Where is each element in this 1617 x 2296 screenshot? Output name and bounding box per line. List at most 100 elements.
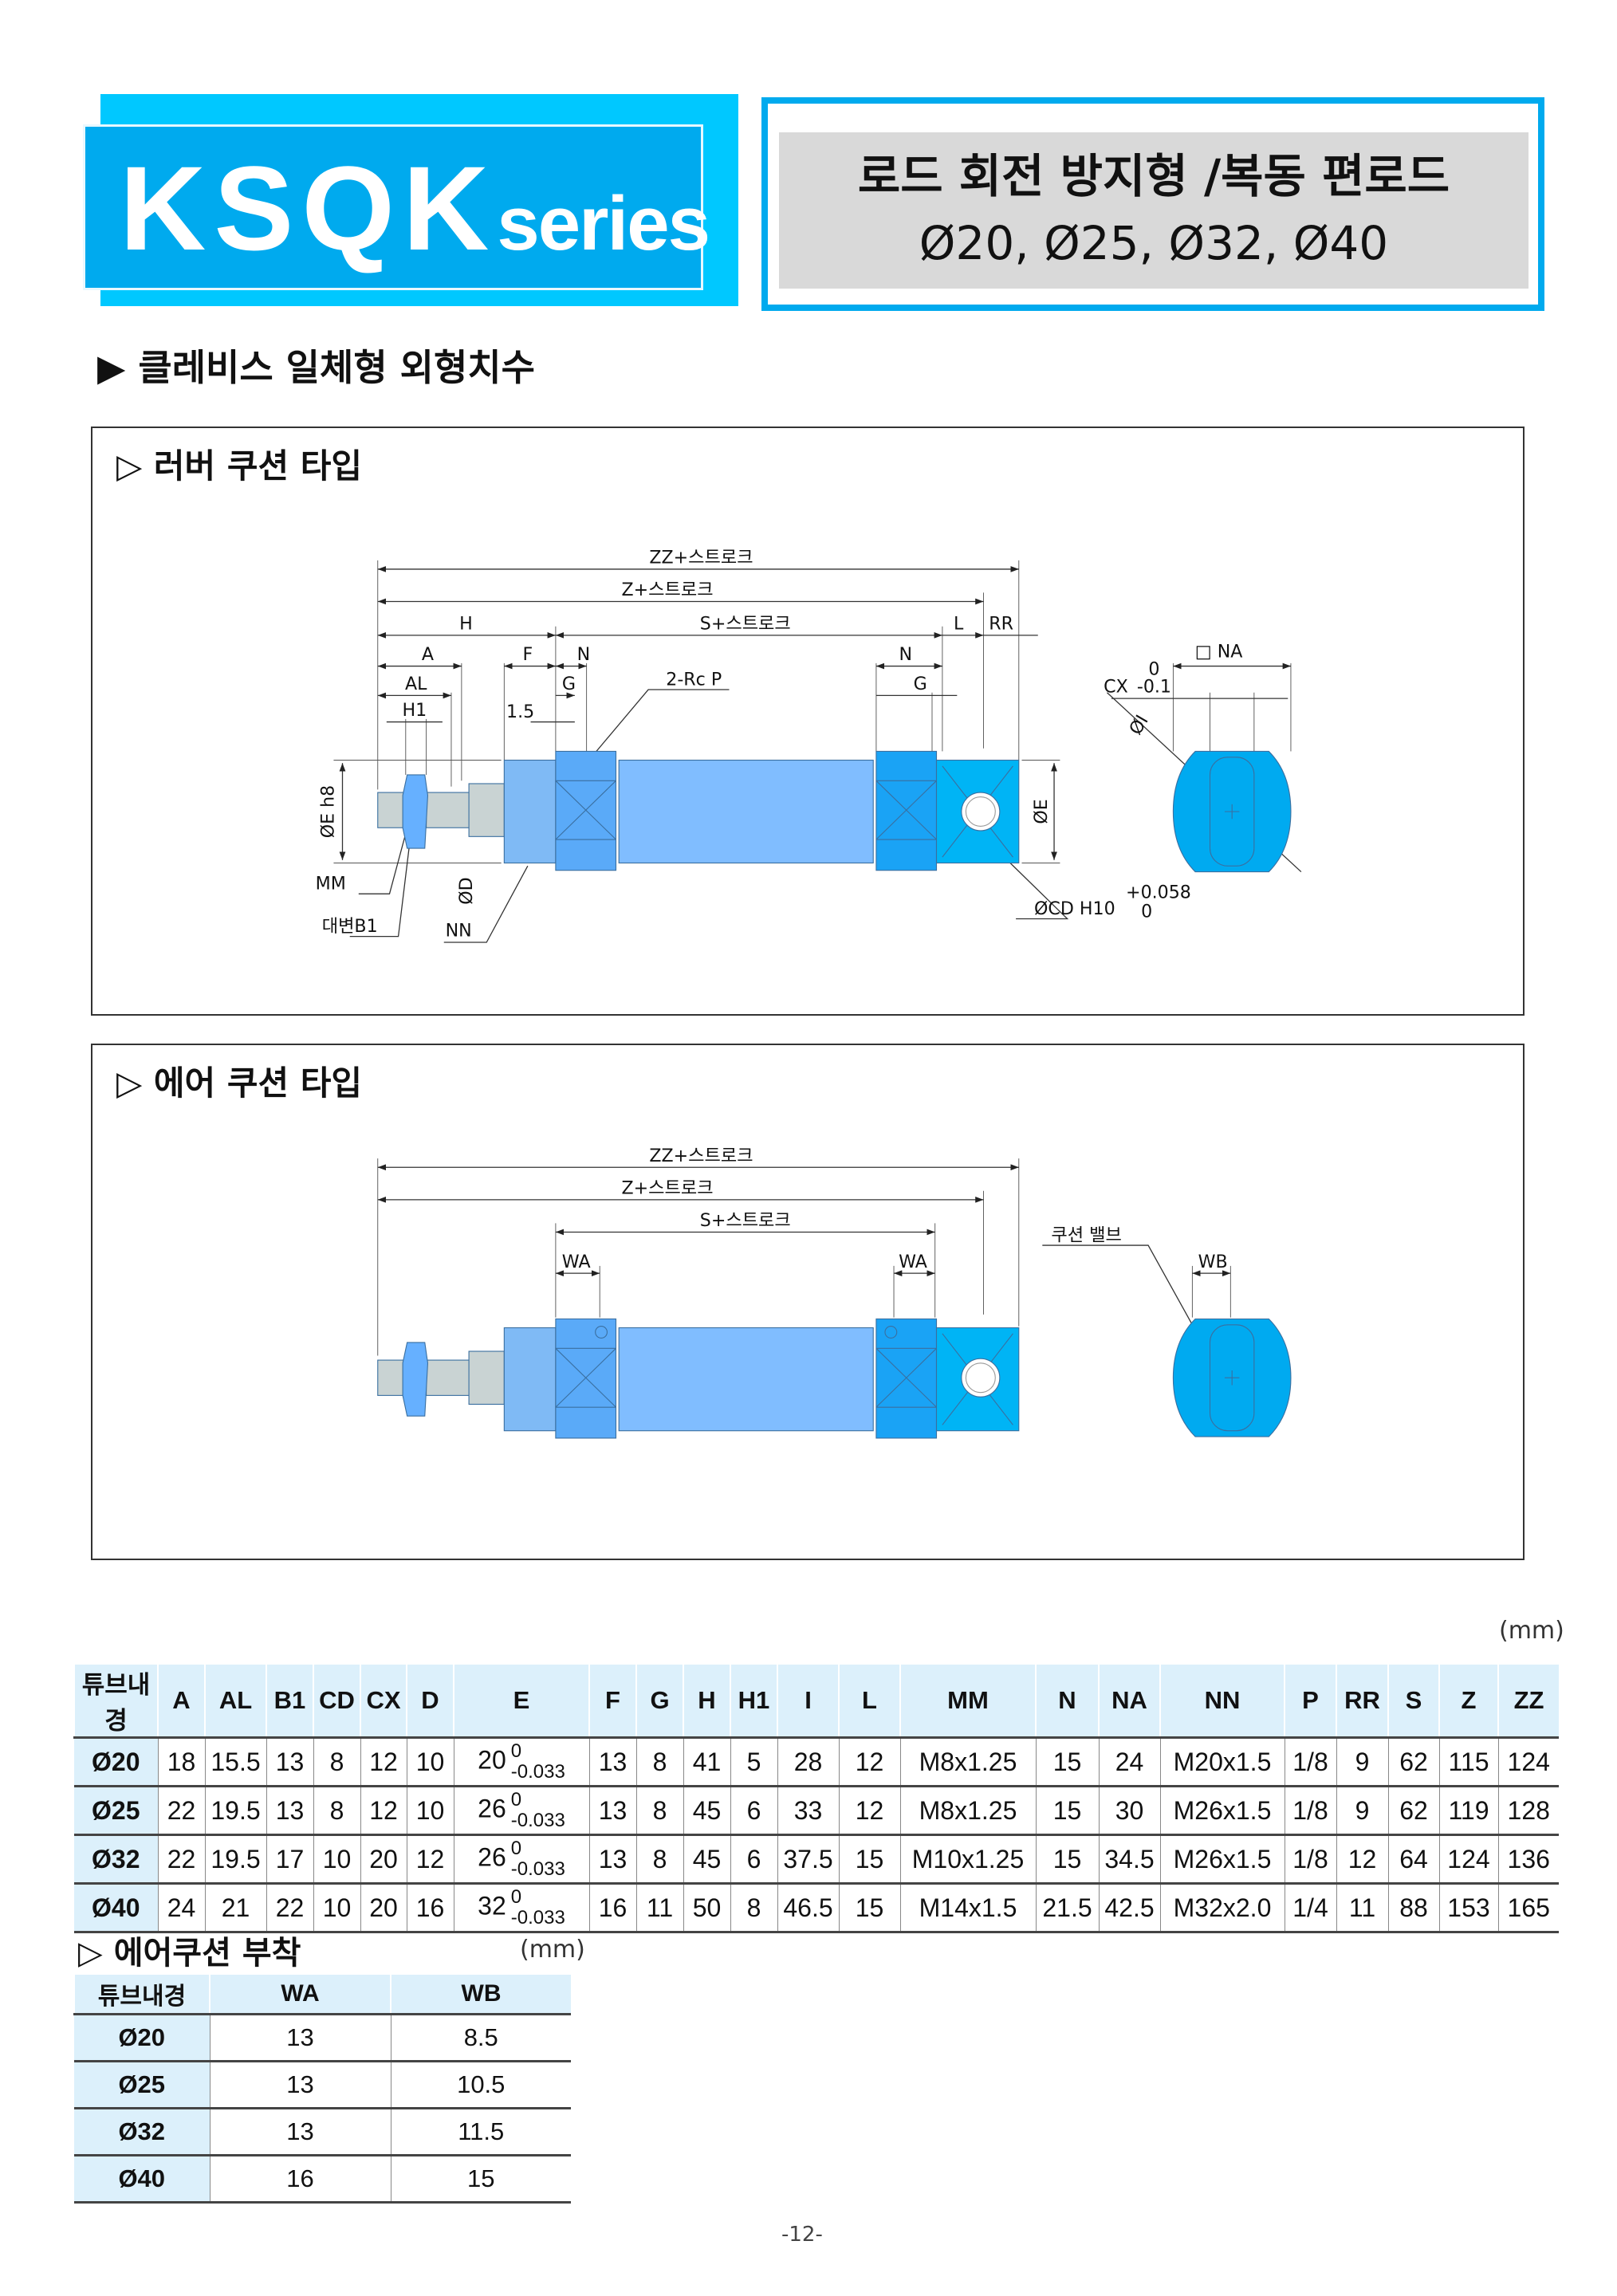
e-value: 26 (478, 1842, 506, 1872)
table-cell: 9 (1336, 1786, 1388, 1836)
table-cell: 6 (730, 1786, 777, 1836)
label-s: S+스트로크 (700, 1210, 791, 1231)
table-cell: 20 (360, 1834, 407, 1885)
table-cell: 115 (1438, 1737, 1498, 1787)
panel-title: ▷ 러버 쿠션 타입 (116, 446, 363, 486)
tolerance-upper: 0 (510, 1740, 522, 1762)
label-1-5: 1.5 (506, 702, 534, 722)
table-cell: M10x1.25 (899, 1834, 1036, 1885)
rubber-cushion-panel: ▷ 러버 쿠션 타입 (91, 427, 1525, 1016)
table-cell: 22 (157, 1786, 205, 1836)
title-box: 로드 회전 방지형 /복동 편로드 Ø20, Ø25, Ø32, Ø40 (761, 97, 1544, 311)
cylinder-body (377, 750, 1020, 871)
column-header: G (635, 1665, 683, 1738)
table-cell: 42.5 (1098, 1883, 1160, 1933)
title-band: 로드 회전 방지형 /복동 편로드 Ø20, Ø25, Ø32, Ø40 (779, 132, 1528, 289)
table-cell: 5 (730, 1737, 777, 1787)
table-cell: 13 (209, 2108, 391, 2156)
air-cushion-drawing: ZZ+스트로크 Z+스트로크 S+스트로크 WA WA 쿠션 밸브 WB (377, 1146, 1292, 1439)
table-cell: 10.5 (390, 2061, 571, 2109)
table-cell: 22 (266, 1883, 313, 1933)
table-cell: 15 (390, 2155, 571, 2204)
table-cell: 13 (209, 2014, 391, 2062)
label-l: L (954, 613, 964, 634)
table-cell: 15 (1035, 1786, 1099, 1836)
table-cell: 33 (777, 1786, 839, 1836)
air-cushion-panel: ▷ 에어 쿠션 타입 (91, 1044, 1525, 1560)
section-heading: ▶ 클레비스 일체형 외형치수 (97, 346, 535, 389)
table-cell: 64 (1387, 1834, 1439, 1885)
column-header: S (1387, 1665, 1439, 1738)
table-cell: 8.5 (390, 2014, 571, 2062)
column-header: MM (899, 1665, 1036, 1738)
table-cell: M32x2.0 (1159, 1883, 1285, 1933)
column-header: B1 (266, 1665, 313, 1738)
label-phi-d: ØD (456, 877, 477, 904)
table-cell: 30 (1098, 1786, 1160, 1836)
table-cell: 15 (1035, 1834, 1099, 1885)
table-cell: 9 (1336, 1737, 1388, 1787)
column-header: F (588, 1665, 636, 1738)
table-cell: 15 (1035, 1737, 1099, 1787)
logo-panel (83, 124, 703, 290)
tolerance-lower: -0.033 (510, 1810, 565, 1831)
bore-cell: Ø32 (74, 1834, 158, 1885)
column-header: P (1284, 1665, 1336, 1738)
column-header: E (453, 1665, 589, 1738)
unit-label: (mm) (520, 1936, 585, 1964)
table-cell: 6 (730, 1834, 777, 1885)
label-nn: NN (446, 921, 472, 942)
table-cell: 124 (1497, 1737, 1559, 1787)
label-phi-e: ØE (1031, 799, 1052, 824)
e-value: 20 (478, 1745, 506, 1775)
table-cell: 12 (406, 1834, 454, 1885)
column-header: N (1035, 1665, 1099, 1738)
extension-lines (377, 1158, 1231, 1356)
table-cell: 24 (157, 1883, 205, 1933)
table-cell: 13 (266, 1786, 313, 1836)
column-header: CD (313, 1665, 360, 1738)
tolerance-lower: -0.033 (510, 1907, 565, 1928)
table-cell: 45 (683, 1786, 730, 1836)
unit-label: (mm) (1499, 1617, 1564, 1645)
page-number: -12- (781, 2223, 823, 2247)
label-cushion-valve: 쿠션 밸브 (1051, 1225, 1121, 1246)
tolerance-lower: -0.033 (510, 1761, 565, 1783)
label-z: Z+스트로크 (622, 580, 714, 600)
tolerance-upper: 0 (510, 1886, 522, 1908)
bore-cell: Ø20 (74, 1737, 158, 1787)
table-cell: 10 (406, 1737, 454, 1787)
table-cell: 13 (266, 1737, 313, 1787)
bore-cell: Ø25 (74, 2061, 210, 2109)
column-header: WB (390, 1975, 571, 2015)
table-cell: 18 (157, 1737, 205, 1787)
table-cell: 13 (588, 1786, 636, 1836)
table-cell: 8 (635, 1834, 683, 1885)
label-cd-upper: +0.058 (1126, 883, 1191, 903)
label-al: AL (405, 674, 427, 694)
column-header: RR (1336, 1665, 1388, 1738)
table-cell: 21 (204, 1883, 266, 1933)
air-cushion-section-title: ▷ 에어쿠션 부착 (78, 1935, 301, 1972)
label-na: □ NA (1195, 641, 1243, 662)
table-cell: 10 (313, 1883, 360, 1933)
table-cell: 13 (588, 1737, 636, 1787)
table-cell: 128 (1497, 1786, 1559, 1836)
table-cell: 21.5 (1035, 1883, 1099, 1933)
tolerance-upper: 0 (510, 1838, 522, 1859)
table-cell: M26x1.5 (1159, 1834, 1285, 1885)
table-cell: 136 (1497, 1834, 1559, 1885)
table-cell: 1/8 (1284, 1786, 1336, 1836)
label-b1: 대변B1 (322, 916, 378, 937)
table-cell: 8 (313, 1786, 360, 1836)
label-mm: MM (316, 874, 346, 894)
table-cell: 165 (1497, 1883, 1559, 1933)
table-cell: 34.5 (1098, 1834, 1160, 1885)
